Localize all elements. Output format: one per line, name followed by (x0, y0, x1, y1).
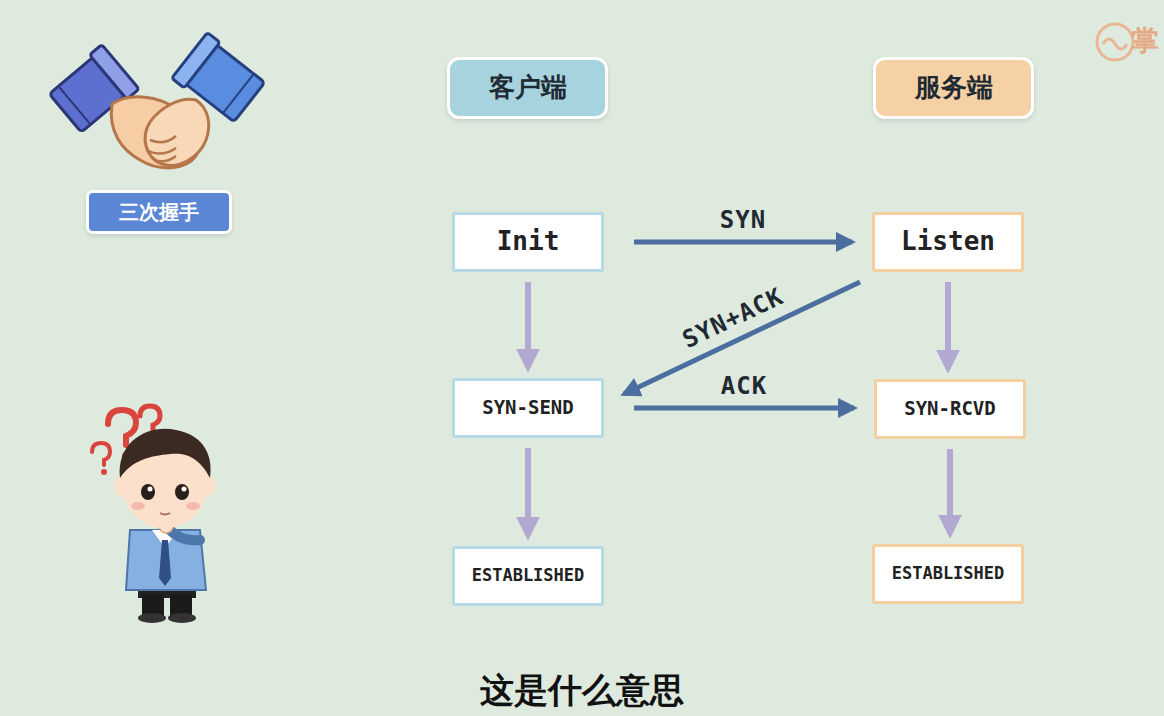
node-text: 三次握手 (119, 201, 199, 224)
subtitle-caption: 这是什么意思 (0, 668, 1164, 714)
message-label: ACK (721, 372, 767, 400)
state-box: SYN-SEND (452, 378, 604, 438)
node-text: SYN-RCVD (904, 398, 996, 420)
message-arrow (634, 240, 852, 245)
handshake-icon (47, 33, 268, 168)
state-transition-arrow (525, 282, 531, 368)
message-arrow (634, 406, 854, 411)
title-tag: 三次握手 (86, 190, 232, 234)
state-transition-arrow (947, 449, 953, 534)
state-box: ESTABLISHED (452, 546, 604, 606)
state-box: Listen (872, 212, 1024, 272)
watermark-text: 掌 (1131, 22, 1159, 60)
watermark-logo (1097, 24, 1133, 60)
state-box: ESTABLISHED (872, 544, 1024, 604)
column-header: 客户端 (447, 57, 608, 119)
node-text: ESTABLISHED (472, 566, 585, 586)
column-header: 服务端 (873, 57, 1034, 119)
node-text: ESTABLISHED (892, 564, 1005, 584)
message-label: SYN (720, 206, 766, 234)
state-transition-arrow (945, 282, 951, 369)
state-transition-arrow (525, 448, 531, 536)
thinking-man (92, 406, 216, 623)
state-box: SYN-RCVD (874, 379, 1026, 439)
node-text: Init (497, 227, 560, 257)
state-box: Init (452, 212, 604, 272)
node-text: 客户端 (489, 73, 567, 103)
node-text: SYN-SEND (482, 397, 574, 419)
node-text: Listen (901, 227, 995, 257)
node-text: 服务端 (915, 73, 993, 103)
